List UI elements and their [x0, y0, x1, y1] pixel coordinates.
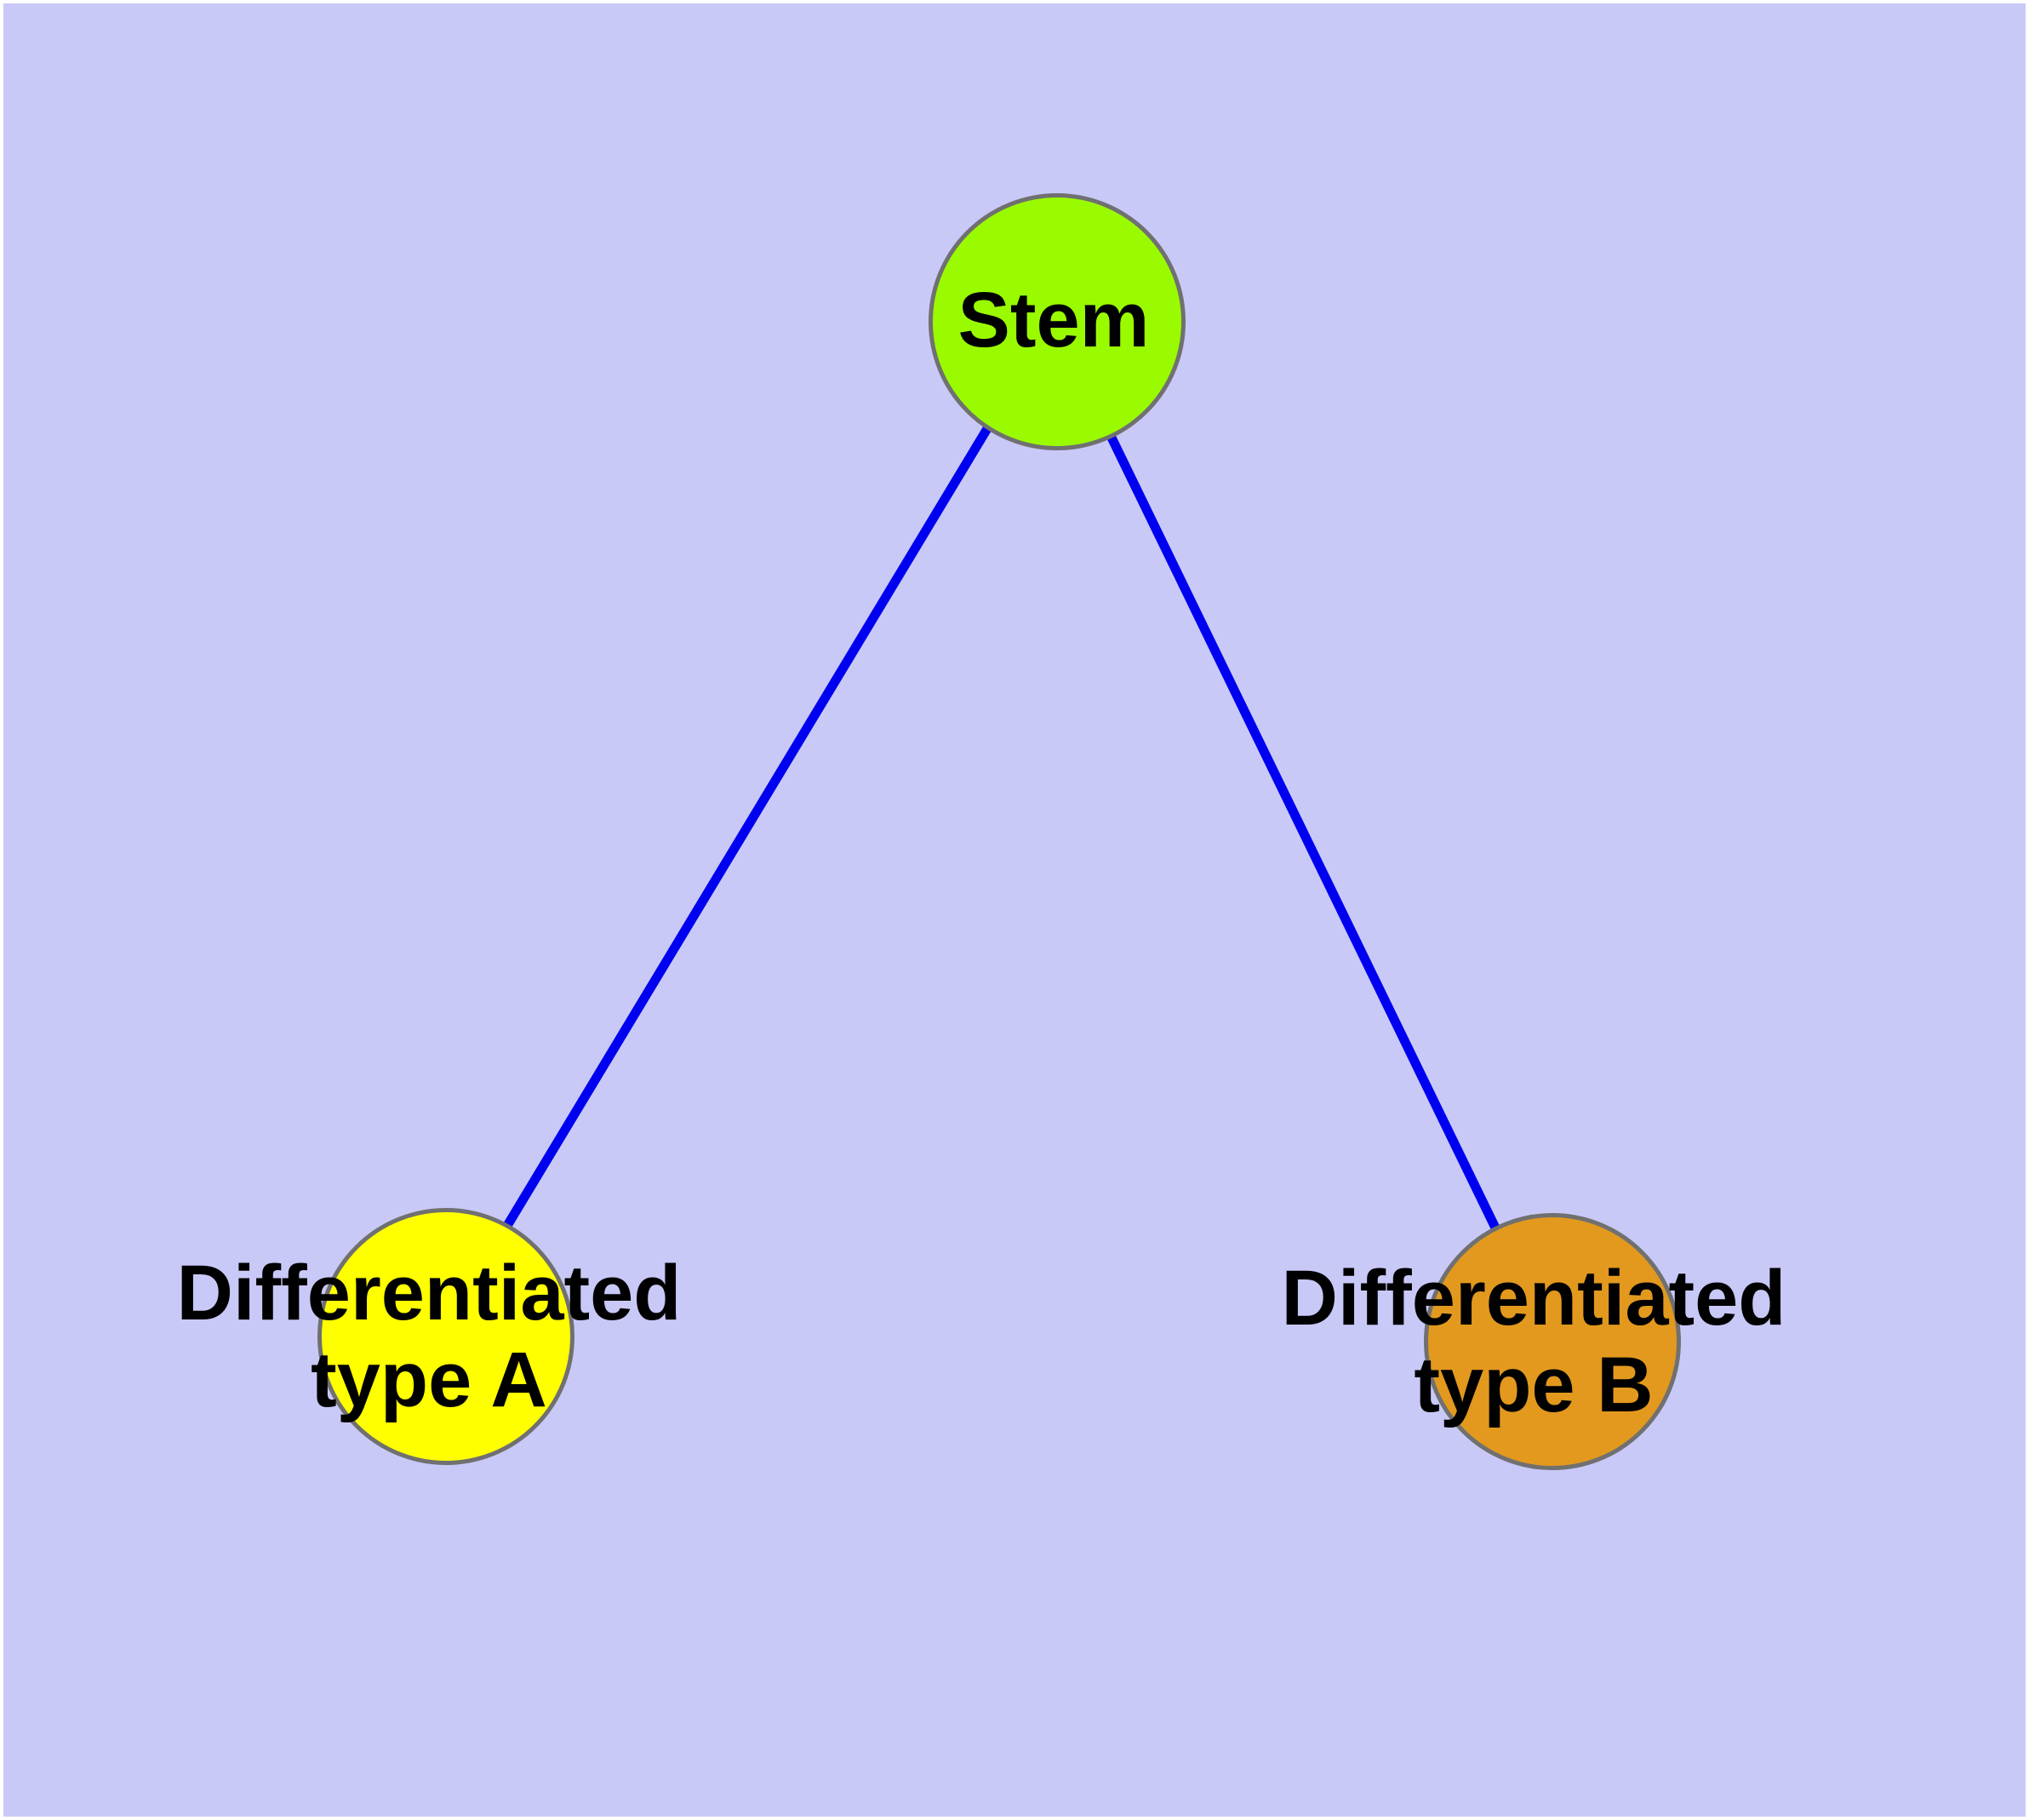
edge-stem-type-b — [1049, 316, 1553, 1341]
node-stem — [929, 193, 1186, 450]
node-type-b-label: Differentiated type B — [1281, 1255, 1786, 1428]
edge-stem-type-a — [438, 316, 1058, 1336]
diagram-canvas: Stem Differentiated type A Differentiate… — [3, 3, 2026, 1817]
node-type-a — [317, 1208, 574, 1465]
node-stem-label: Stem — [957, 277, 1150, 363]
node-type-a-label: Differentiated type A — [176, 1250, 682, 1423]
node-type-b — [1424, 1213, 1681, 1470]
